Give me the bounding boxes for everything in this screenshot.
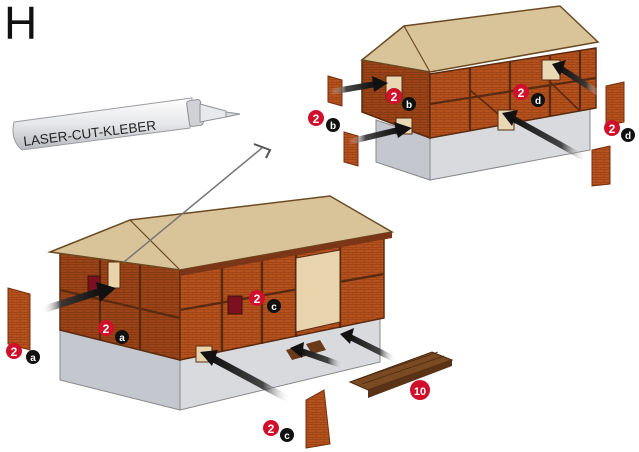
svg-text:10: 10 xyxy=(414,386,426,398)
lower-building xyxy=(50,196,392,410)
svg-text:2: 2 xyxy=(103,322,110,336)
svg-text:b: b xyxy=(330,121,336,132)
svg-text:c: c xyxy=(271,302,277,313)
svg-text:2: 2 xyxy=(268,422,275,436)
svg-text:d: d xyxy=(625,131,631,142)
glue-tube: LASER-CUT-KLEBER xyxy=(13,98,240,150)
callout-b-left: 2 b xyxy=(308,110,340,132)
svg-text:c: c xyxy=(284,431,290,442)
svg-text:d: d xyxy=(535,96,541,107)
svg-text:b: b xyxy=(406,100,412,111)
callout-c-bottom: 2 c xyxy=(263,420,294,442)
svg-text:a: a xyxy=(119,333,125,344)
svg-text:2: 2 xyxy=(518,86,525,100)
svg-text:2: 2 xyxy=(313,112,320,126)
svg-text:a: a xyxy=(30,353,36,364)
svg-text:2: 2 xyxy=(11,345,18,359)
svg-text:2: 2 xyxy=(391,90,398,104)
svg-text:2: 2 xyxy=(609,122,616,136)
svg-text:2: 2 xyxy=(254,292,261,306)
callout-planks: 10 xyxy=(410,380,430,400)
